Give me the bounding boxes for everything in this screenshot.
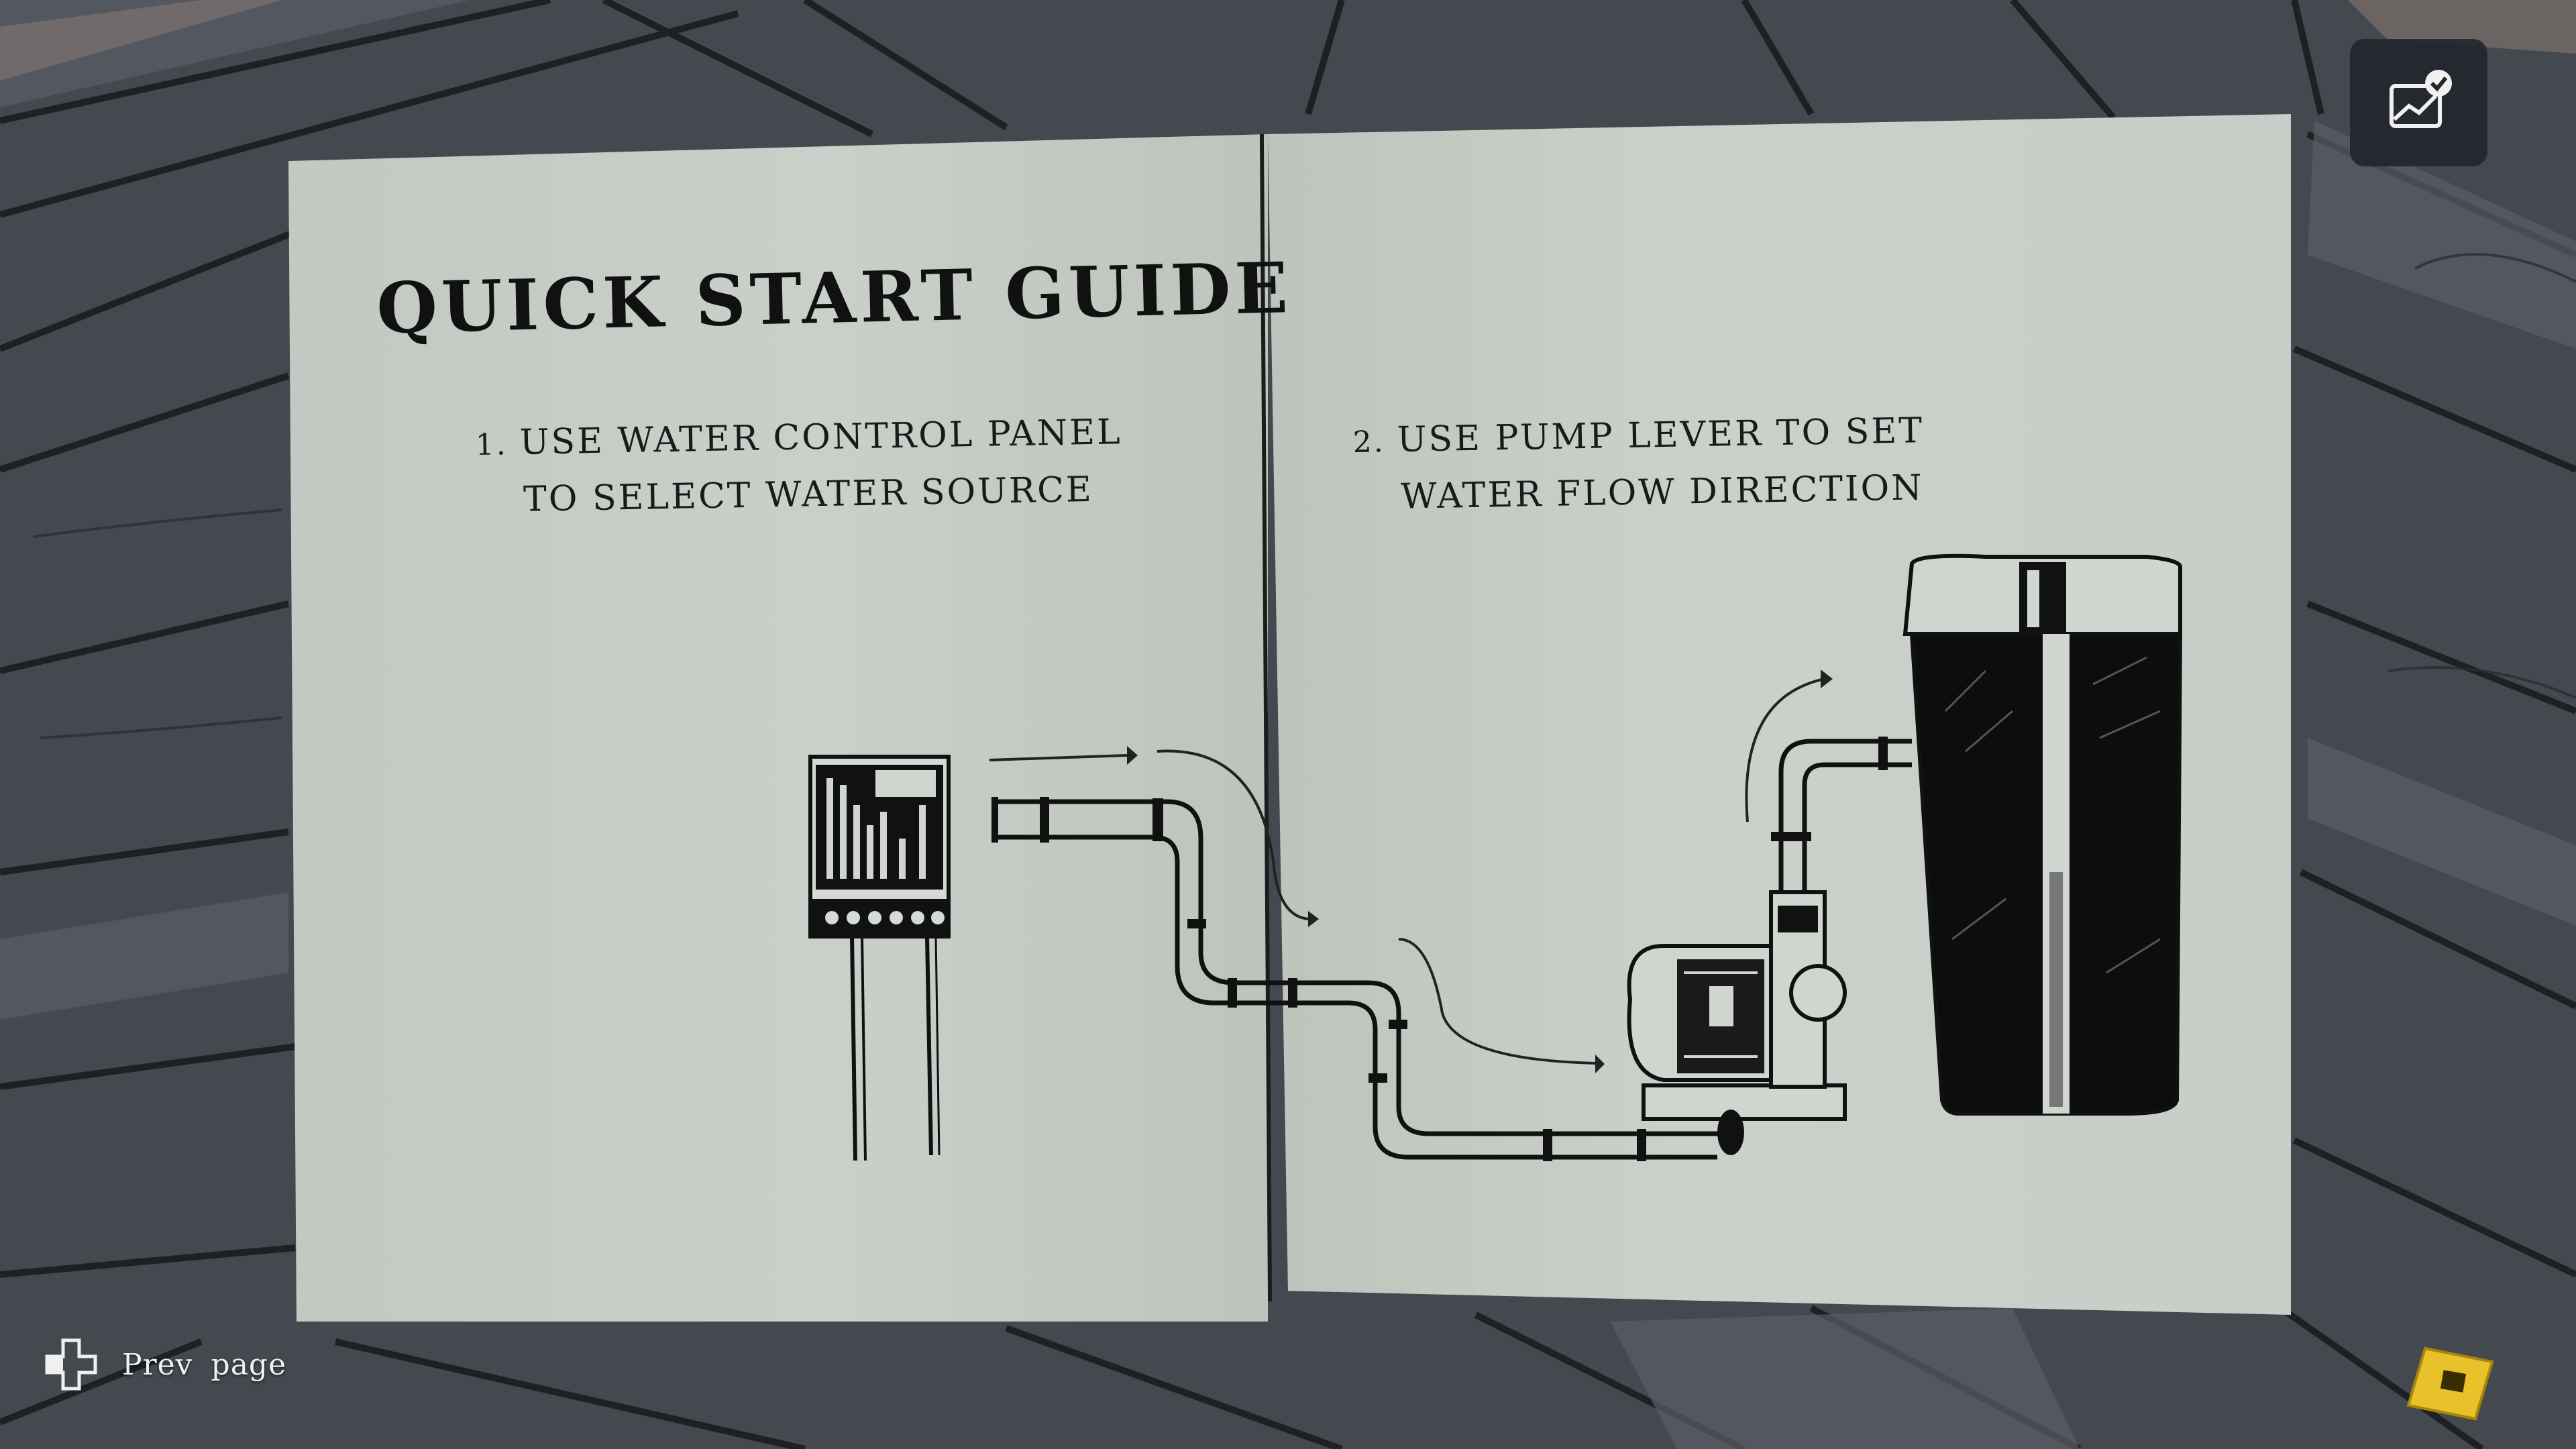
saving-indicator-icon [2406,1346,2494,1421]
prev-page-hint[interactable]: Prev page [44,1338,286,1391]
graph-checkmark-icon [2389,70,2452,128]
dpad-left-icon [45,1338,97,1391]
achievement-status-button[interactable] [2350,39,2487,166]
prev-page-label: Prev page [122,1347,287,1382]
